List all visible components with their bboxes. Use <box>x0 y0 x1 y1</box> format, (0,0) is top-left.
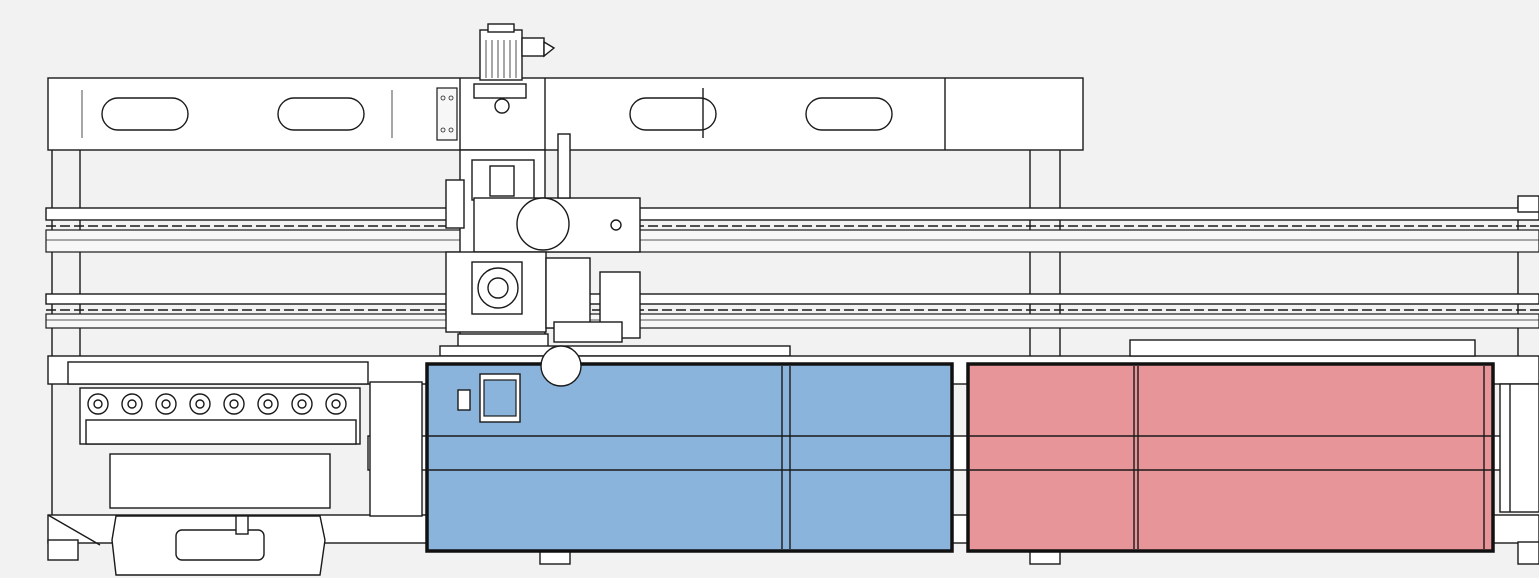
top-motor <box>473 23 556 114</box>
zone-right <box>966 362 1495 553</box>
zone-left <box>425 345 954 553</box>
tool-magazine <box>79 381 423 576</box>
upper-rail <box>45 207 1539 253</box>
right-edge-details <box>1499 383 1539 513</box>
lower-rail <box>45 293 1539 329</box>
carriage-assembly <box>439 133 791 357</box>
